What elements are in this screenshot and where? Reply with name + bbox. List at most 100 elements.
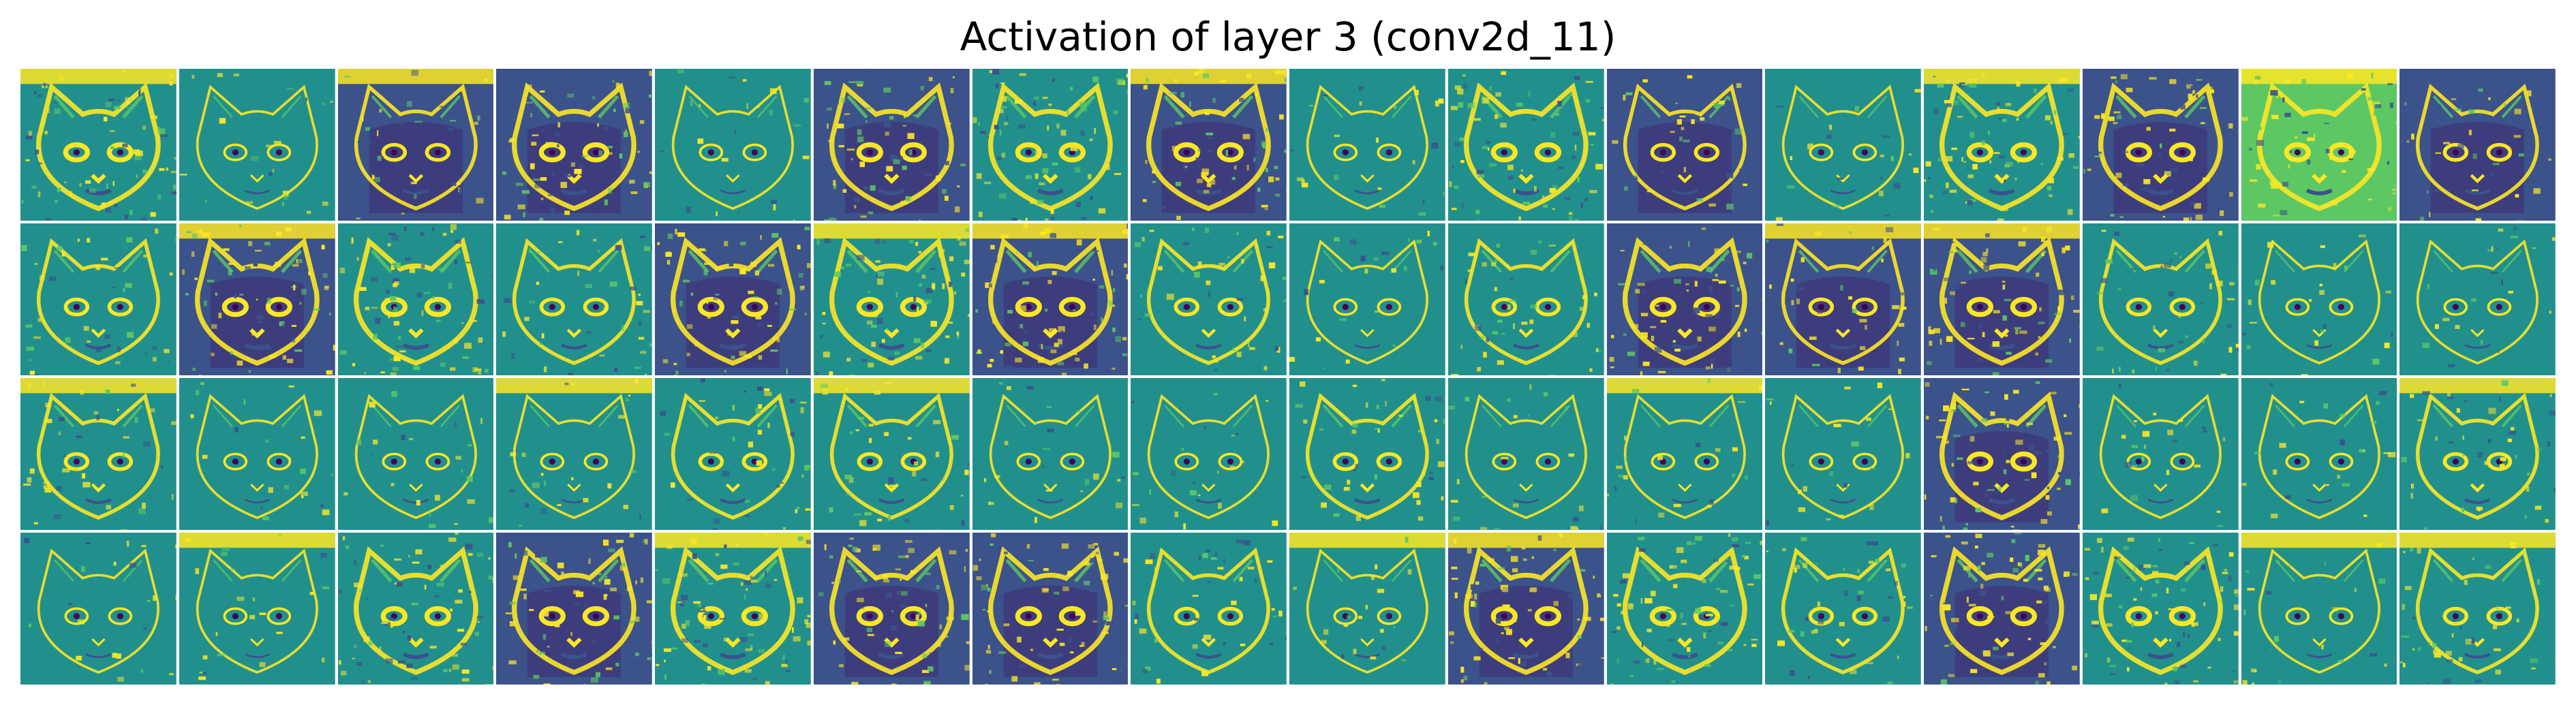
cat-face-feature-map <box>1447 533 1604 685</box>
cat-face-feature-map <box>179 223 335 375</box>
cat-face-feature-map <box>1447 223 1604 375</box>
activation-map <box>2399 69 2556 221</box>
activation-map <box>655 69 811 221</box>
activation-map <box>2241 378 2397 530</box>
activation-map <box>337 69 494 221</box>
activation-map <box>179 533 335 685</box>
cat-face-feature-map <box>1131 69 1287 221</box>
activation-map <box>496 69 652 221</box>
activation-map <box>972 69 1129 221</box>
cat-face-feature-map <box>1924 69 2080 221</box>
cat-face-feature-map <box>1131 378 1287 530</box>
cat-face-feature-map <box>1289 69 1445 221</box>
activation-map <box>655 378 811 530</box>
cat-face-feature-map <box>20 223 177 375</box>
cat-face-feature-map <box>179 69 335 221</box>
cat-face-feature-map <box>1289 378 1445 530</box>
cat-face-feature-map <box>1606 378 1763 530</box>
cat-face-feature-map <box>813 533 970 685</box>
cat-face-feature-map <box>972 69 1129 221</box>
cat-face-feature-map <box>972 533 1129 685</box>
activation-map <box>179 378 335 530</box>
activation-map <box>1131 533 1287 685</box>
figure-title: Activation of layer 3 (conv2d_11) <box>960 14 1616 60</box>
activation-map <box>1765 223 1921 375</box>
activation-map <box>179 69 335 221</box>
activation-map <box>2241 223 2397 375</box>
cat-face-feature-map <box>1606 533 1763 685</box>
activation-map <box>1765 378 1921 530</box>
cat-face-feature-map <box>20 69 177 221</box>
activation-map <box>2399 223 2556 375</box>
cat-face-feature-map <box>2082 223 2239 375</box>
activation-map <box>1289 533 1445 685</box>
cat-face-feature-map <box>2082 378 2239 530</box>
activation-map <box>1289 69 1445 221</box>
activation-map <box>1924 533 2080 685</box>
activation-map <box>813 378 970 530</box>
activation-map <box>337 533 494 685</box>
activation-map <box>1606 378 1763 530</box>
cat-face-feature-map <box>2399 223 2556 375</box>
cat-face-feature-map <box>1924 533 2080 685</box>
activation-map <box>20 533 177 685</box>
activation-map <box>1289 378 1445 530</box>
cat-face-feature-map <box>2241 223 2397 375</box>
activation-map <box>2082 533 2239 685</box>
activation-map <box>1289 223 1445 375</box>
cat-face-feature-map <box>813 69 970 221</box>
cat-face-feature-map <box>496 69 652 221</box>
activation-map <box>813 533 970 685</box>
activation-map <box>1924 378 2080 530</box>
activation-map <box>496 223 652 375</box>
activation-map <box>20 69 177 221</box>
cat-face-feature-map <box>1765 533 1921 685</box>
cat-face-feature-map <box>20 378 177 530</box>
activation-map <box>1924 69 2080 221</box>
activation-map <box>1765 533 1921 685</box>
cat-face-feature-map <box>496 378 652 530</box>
activation-map <box>2241 69 2397 221</box>
cat-face-feature-map <box>1447 378 1604 530</box>
cat-face-feature-map <box>972 378 1129 530</box>
activation-map <box>972 378 1129 530</box>
cat-face-feature-map <box>496 533 652 685</box>
activation-map <box>813 223 970 375</box>
activation-map <box>1447 223 1604 375</box>
cat-face-feature-map <box>2241 378 2397 530</box>
cat-face-feature-map <box>2082 69 2239 221</box>
activation-map <box>1447 69 1604 221</box>
activation-map <box>20 223 177 375</box>
cat-face-feature-map <box>2241 533 2397 685</box>
cat-face-feature-map <box>655 533 811 685</box>
cat-face-feature-map <box>1924 378 2080 530</box>
activation-map <box>2082 378 2239 530</box>
cat-face-feature-map <box>2399 378 2556 530</box>
activation-map <box>1765 69 1921 221</box>
cat-face-feature-map <box>1924 223 2080 375</box>
cat-face-feature-map <box>337 378 494 530</box>
cat-face-feature-map <box>1447 69 1604 221</box>
cat-face-feature-map <box>972 223 1129 375</box>
cat-face-feature-map <box>1606 69 1763 221</box>
activation-map <box>2082 223 2239 375</box>
cat-face-feature-map <box>1765 69 1921 221</box>
activation-map <box>1447 378 1604 530</box>
activation-map <box>2241 533 2397 685</box>
activation-map <box>1131 69 1287 221</box>
cat-face-feature-map <box>1131 223 1287 375</box>
cat-face-feature-map <box>2241 69 2397 221</box>
activation-map <box>496 378 652 530</box>
cat-face-feature-map <box>337 533 494 685</box>
activation-map <box>1924 223 2080 375</box>
activation-map <box>1606 533 1763 685</box>
activation-map <box>1447 533 1604 685</box>
activation-map <box>337 223 494 375</box>
activation-map <box>655 223 811 375</box>
activation-map <box>20 378 177 530</box>
cat-face-feature-map <box>1606 223 1763 375</box>
cat-face-feature-map <box>813 223 970 375</box>
activation-map <box>2082 69 2239 221</box>
activation-map <box>1606 69 1763 221</box>
activation-map <box>2399 533 2556 685</box>
